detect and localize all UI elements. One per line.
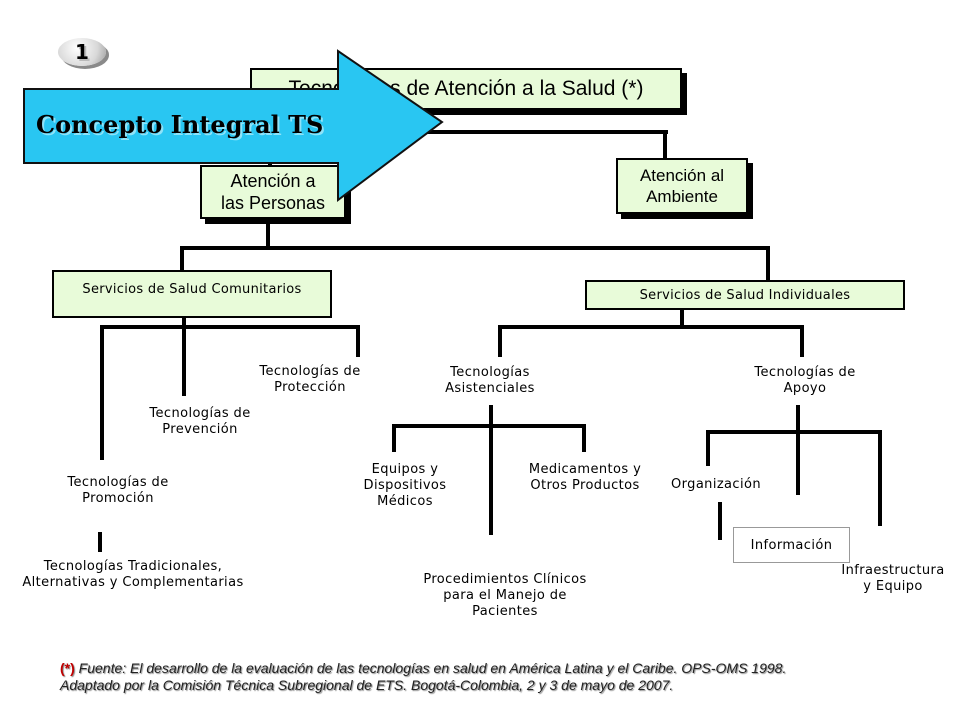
informacion-node: Información xyxy=(733,527,850,563)
banner-label: Concepto Integral TS xyxy=(36,110,324,139)
connector-asistenciales-horizontal xyxy=(392,424,586,428)
ambiente-node: Atención al Ambiente xyxy=(616,158,748,214)
connector-informacion xyxy=(718,488,722,540)
infraestructura-label: Infraestructura y Equipo xyxy=(841,563,945,594)
footnote-text: Fuente: El desarrollo de la evaluación d… xyxy=(60,660,787,693)
top-node: Tecnologías de Atención a la Salud (*) xyxy=(250,68,682,110)
personas-label: Atención a las Personas xyxy=(220,171,326,213)
connector-level3-horizontal xyxy=(180,246,770,250)
connector-top-horizontal xyxy=(268,130,668,134)
slide-number: 1 xyxy=(75,40,89,64)
footnote: (*) Fuente: El desarrollo de la evaluaci… xyxy=(60,660,940,694)
connector-individuales-down xyxy=(680,308,684,328)
connector-medicamentos xyxy=(582,424,586,452)
connector-to-comunitarios xyxy=(180,246,184,270)
connector-asistenciales xyxy=(498,325,502,357)
connector-apoyo-horizontal xyxy=(706,430,882,434)
connector-tradicionales xyxy=(98,532,102,552)
personas-node: Atención a las Personas xyxy=(200,165,346,219)
footnote-marker: (*) xyxy=(60,660,75,676)
connector-infraestructura xyxy=(878,430,882,526)
equipos-label: Equipos y Dispositivos Médicos xyxy=(363,462,447,509)
connector-equipos xyxy=(392,424,396,452)
connector-personas-down xyxy=(266,218,270,248)
individuales-label: Servicios de Salud Individuales xyxy=(639,287,851,303)
top-node-label: Tecnologías de Atención a la Salud (*) xyxy=(288,77,644,100)
connector-organizacion xyxy=(706,430,710,466)
procedimientos-label: Procedimientos Clínicos para el Manejo d… xyxy=(423,572,587,619)
connector-individuales-horizontal xyxy=(498,325,804,329)
informacion-label: Información xyxy=(750,537,833,553)
comunitarios-label: Servicios de Salud Comunitarios xyxy=(82,282,302,297)
prevencion-label: Tecnologías de Prevención xyxy=(149,406,251,437)
proteccion-label: Tecnologías de Protección xyxy=(259,364,361,395)
apoyo-label: Tecnologías de Apoyo xyxy=(754,365,856,396)
connector-apoyo xyxy=(800,325,804,357)
promocion-label: Tecnologías de Promoción xyxy=(67,475,169,506)
connector-promocion xyxy=(100,325,104,460)
individuales-node: Servicios de Salud Individuales xyxy=(585,280,905,310)
connector-comunitarios-horizontal xyxy=(100,325,360,329)
connector-apoyo-down xyxy=(796,405,800,495)
connector-top-to-ambiente xyxy=(663,130,667,160)
connector-asistenciales-down xyxy=(489,405,493,535)
asistenciales-label: Tecnologías Asistenciales xyxy=(445,365,535,396)
slide-number-badge: 1 xyxy=(58,38,106,66)
medicamentos-label: Medicamentos y Otros Productos xyxy=(528,462,642,493)
organizacion-node: Organización xyxy=(650,466,782,502)
connector-prevencion xyxy=(182,300,186,396)
connector-proteccion xyxy=(356,325,360,357)
tradicionales-label: Tecnologías Tradicionales, Alternativas … xyxy=(22,559,244,590)
organizacion-label: Organización xyxy=(671,476,761,492)
ambiente-label: Atención al Ambiente xyxy=(639,166,725,206)
connector-to-individuales xyxy=(766,246,770,280)
comunitarios-node: Servicios de Salud Comunitarios xyxy=(52,270,332,318)
